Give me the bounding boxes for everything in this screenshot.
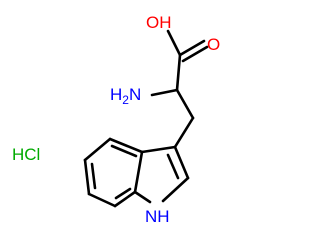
bond-c7-to-c7a [113,190,137,208]
bond-c4-to-c5 [83,137,112,162]
bond-c5-to-c6 [83,158,91,196]
bond-carboxyl-c-to-oh [166,29,182,57]
bond-n1-to-c7a [133,190,152,204]
bond-c3-to-c2 [173,145,190,180]
indole-nh-label: NH [145,207,170,226]
bond-beta-to-indole-c3 [173,116,195,149]
bond-c3a-to-c7a [133,150,144,194]
bond-c5-to-c6-inner [90,162,97,190]
bond-c3a-to-c4 [108,137,144,154]
bond-alpha-to-amino [150,88,179,97]
bond-c6-to-c7 [87,192,117,208]
amino-label: H2N [110,85,141,107]
bond-alpha-to-beta [175,88,195,120]
bond-carboxyl-c-to-o-double-2 [181,45,209,63]
bond-c3a-to-c4-inner [110,144,138,158]
bond-carboxyl-c-to-o-double-1 [178,39,206,57]
tryptophan-hydrochloride-structure: OH O H2N NH HCl [12,13,220,226]
bond-c7-to-c7a-inner [114,187,132,200]
bond-c2-to-n1 [161,176,190,203]
bond-carboxyl-to-alpha-carbon [175,53,182,92]
carbonyl-oxygen-label: O [207,35,220,54]
hydroxyl-label: OH [146,13,172,32]
bond-c3-to-c3a [140,145,177,154]
bond-c3-to-c2-inner [166,153,180,180]
hydrochloride-label: HCl [12,145,40,164]
